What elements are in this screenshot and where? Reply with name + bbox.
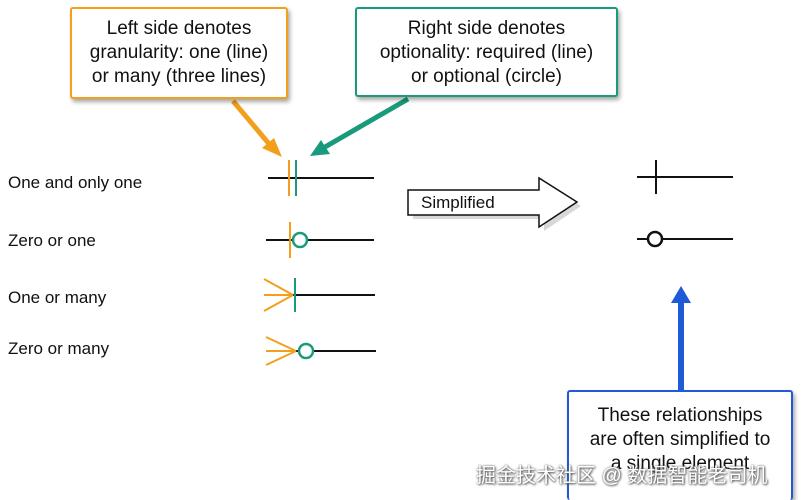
optionality-callout-line-1: Right side denotes [407, 18, 566, 39]
row-label-one-and-only-one: One and only one [8, 173, 143, 192]
simplified-zero-notation [637, 230, 733, 248]
notation-zero-or-many [265, 336, 376, 366]
row-label-zero-or-one: Zero or one [8, 231, 96, 250]
simplified-label: Simplified [421, 193, 495, 212]
notation-one-or-many [263, 278, 375, 312]
row-label-one-or-many: One or many [8, 288, 107, 307]
simplification-callout: These relationships are often simplified… [567, 390, 793, 500]
orange-pointer-arrow [231, 99, 282, 157]
simplification-callout-line-3: a single element [610, 453, 750, 474]
notation-zero-or-one [266, 222, 374, 258]
optionality-callout-line-2: optionality: required (line) [379, 42, 594, 63]
simplification-callout-line-2: are often simplified to [589, 429, 771, 450]
simplified-one-notation [637, 160, 733, 194]
simplified-arrow [407, 176, 581, 231]
optionality-callout: Right side denotes optionality: required… [355, 7, 618, 97]
notation-one-and-only-one [268, 160, 374, 196]
watermark-text: 掘金技术社区 @ 数据智能老司机 [476, 465, 768, 487]
granularity-callout: Left side denotes granularity: one (line… [70, 7, 288, 99]
row-label-zero-or-many: Zero or many [8, 339, 110, 358]
blue-pointer-arrow [671, 286, 691, 390]
green-pointer-arrow [310, 96, 410, 156]
simplification-callout-line-1: These relationships [597, 405, 763, 426]
optionality-callout-line-3: or optional (circle) [411, 66, 562, 87]
granularity-callout-line-1: Left side denotes [106, 18, 252, 39]
granularity-callout-line-3: or many (three lines) [91, 66, 267, 87]
granularity-callout-line-2: granularity: one (line) [89, 42, 269, 63]
